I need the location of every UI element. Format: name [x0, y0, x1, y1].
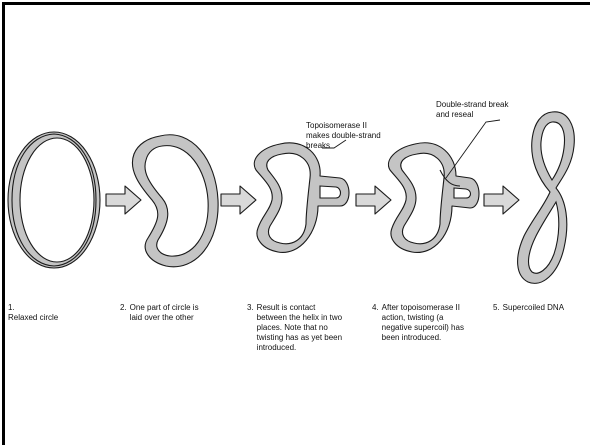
supercoiled-ribbon	[517, 111, 575, 284]
arrow-3-to-4	[355, 185, 392, 215]
step-caption-1: 1. Relaxed circle	[8, 293, 108, 323]
contact-ribbon	[253, 142, 350, 253]
step-label: Relaxed circle	[8, 313, 59, 322]
step-number: 3.	[247, 303, 254, 312]
step-number: 5.	[493, 303, 500, 312]
step-label: Result is contact between the helix in t…	[256, 303, 343, 352]
step-label: Supercoiled DNA	[502, 303, 565, 312]
callout-break-reseal: Double-strand break and reseal	[436, 100, 509, 119]
step-caption-4: 4. After topoisomerase II action, twisti…	[372, 293, 490, 353]
arrow-1-to-2	[105, 185, 142, 215]
step-label: After topoisomerase II action, twisting …	[381, 303, 464, 342]
step-caption-5: 5. Supercoiled DNA	[493, 293, 591, 323]
callout-topoisomerase: Topoisomerase II makes double-strand bre…	[306, 121, 381, 150]
step-caption-3: 3. Result is contact between the helix i…	[247, 293, 372, 363]
arrow-4-to-5	[483, 185, 520, 215]
relaxed-circle-ribbon	[7, 131, 101, 269]
kidney-ribbon	[132, 134, 219, 268]
step-number: 4.	[372, 303, 379, 312]
callout-leader-topoisomerase	[322, 139, 347, 149]
arrow-2-to-3	[220, 185, 257, 215]
callout-leader-reseal	[445, 119, 501, 179]
step-number: 1.	[8, 303, 15, 312]
step-number: 2.	[120, 303, 127, 312]
step-caption-2: 2. One part of circle is laid over the o…	[120, 293, 240, 333]
twisted-ribbon	[388, 142, 480, 253]
step-label: One part of circle is laid over the othe…	[129, 303, 199, 322]
